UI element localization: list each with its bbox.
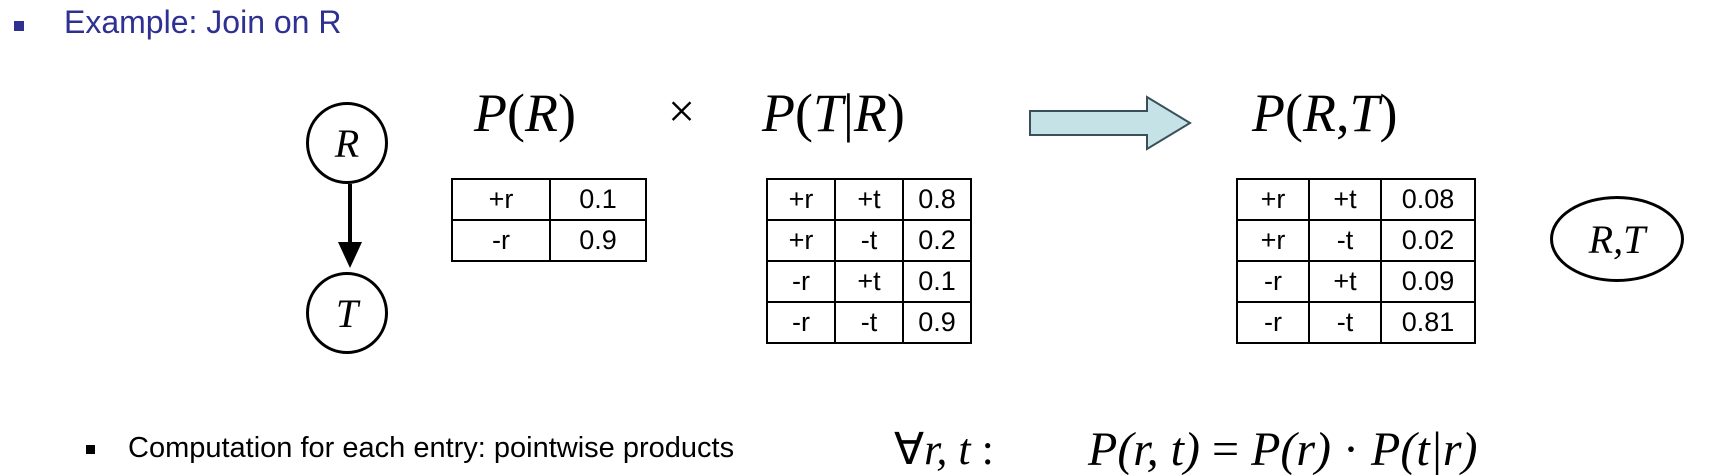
table-cell: +r: [451, 178, 551, 221]
node-joined-label: R,T: [1588, 216, 1646, 262]
table-cell: +r: [766, 219, 836, 262]
table-cell: -r: [451, 219, 551, 262]
table-cell: -t: [1308, 301, 1382, 344]
table-cell: +r: [1236, 219, 1310, 262]
product-equation: P(r, t) = P(r) · P(t|r): [1088, 423, 1478, 476]
bottom-text: Computation for each entry: pointwise pr…: [128, 432, 735, 464]
table-cell: -t: [834, 301, 904, 344]
table-cell: +t: [834, 178, 904, 221]
table-cell: 0.1: [902, 260, 972, 303]
table-cell: -t: [1308, 219, 1382, 262]
table-cell: 0.2: [902, 219, 972, 262]
table-cell: +t: [834, 260, 904, 303]
join-arrow: [1029, 95, 1192, 151]
node-r-label: R: [334, 120, 360, 166]
formula-p-t-given-r: P(T|R): [762, 83, 905, 143]
page-heading: Example: Join on R: [64, 4, 342, 40]
table-cell: 0.1: [549, 178, 647, 221]
formula-p-r: P(R): [474, 83, 576, 143]
table-cell: +r: [766, 178, 836, 221]
heading-bullet: [14, 21, 24, 31]
node-t-label: T: [335, 290, 359, 336]
table-cell: 0.81: [1380, 301, 1476, 344]
table-cell: 0.02: [1380, 219, 1476, 262]
table-cell: 0.8: [902, 178, 972, 221]
edge-r-to-t: [338, 184, 362, 268]
table-cell: -t: [834, 219, 904, 262]
node-r: R: [306, 102, 388, 184]
table-cell: 0.9: [902, 301, 972, 344]
table-cell: 0.08: [1380, 178, 1476, 221]
table-cell: +t: [1308, 260, 1382, 303]
node-t: T: [306, 272, 388, 354]
table-cell: 0.09: [1380, 260, 1476, 303]
bottom-bullet: [86, 445, 95, 454]
table-cell: -r: [766, 260, 836, 303]
table-cell: 0.9: [549, 219, 647, 262]
table-cell: -r: [766, 301, 836, 344]
table-cell: +t: [1308, 178, 1382, 221]
formula-p-rt: P(R,T): [1252, 83, 1398, 143]
forall-expression: ∀r, t :: [894, 425, 994, 474]
node-joined-rt: R,T: [1550, 196, 1684, 282]
table-cell: -r: [1236, 260, 1310, 303]
table-cell: -r: [1236, 301, 1310, 344]
times-operator: ×: [668, 85, 696, 138]
table-cell: +r: [1236, 178, 1310, 221]
